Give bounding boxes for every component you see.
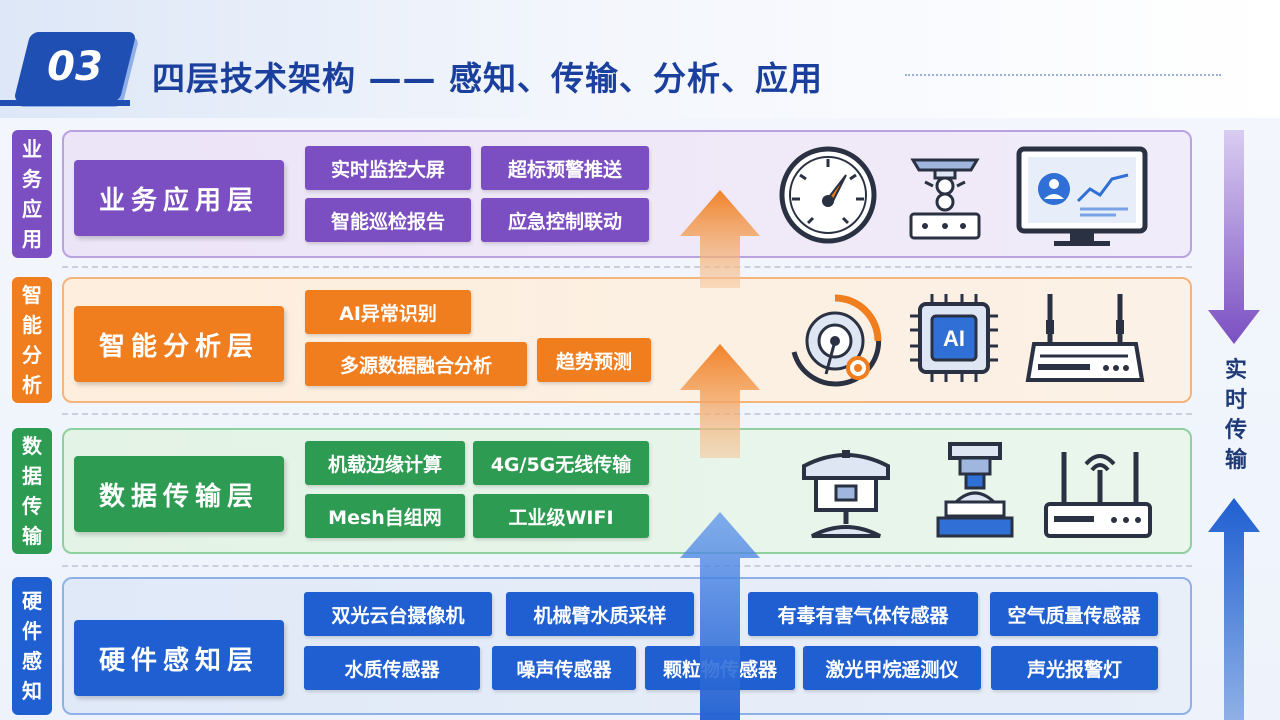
chip-air-quality-sensor: 空气质量传感器	[990, 592, 1158, 636]
title-divider	[905, 74, 1221, 76]
robot-station-icon	[909, 158, 981, 240]
tab-char: 业	[22, 137, 42, 161]
gauge-icon	[779, 146, 877, 244]
label-char: 传	[1224, 418, 1247, 443]
side-tab-analysis: 智 能 分 析	[12, 277, 52, 403]
chip-alert-push: 超标预警推送	[481, 146, 649, 190]
tab-char: 数	[22, 434, 42, 458]
upflow-arrow-icon	[680, 190, 760, 720]
layer-separator	[62, 565, 1192, 567]
header-underline	[0, 100, 130, 106]
tab-char: 务	[22, 167, 42, 191]
chip-dual-camera: 双光云台摄像机	[304, 592, 492, 636]
monitor-dashboard-icon	[1016, 146, 1148, 246]
chip-data-fusion: 多源数据融合分析	[305, 342, 527, 386]
chip-wireless-4g5g: 4G/5G无线传输	[473, 441, 649, 485]
chip-ai-anomaly: AI异常识别	[305, 290, 471, 334]
layer-label-transmission: 数据传输层	[74, 456, 284, 532]
layer-label-analysis: 智能分析层	[74, 306, 284, 382]
chip-arm-sampling: 机械臂水质采样	[506, 592, 694, 636]
chip-inspection-report: 智能巡检报告	[305, 198, 471, 242]
page-title: 四层技术架构 —— 感知、传输、分析、应用	[152, 59, 823, 98]
side-tab-transmission: 数 据 传 输	[12, 428, 52, 554]
tab-char: 知	[22, 679, 42, 703]
label-char: 时	[1224, 388, 1247, 413]
chip-emergency-control: 应急控制联动	[481, 198, 649, 242]
tab-char: 输	[22, 524, 42, 548]
tab-char: 用	[22, 227, 42, 251]
chip-water-quality-sensor: 水质传感器	[304, 646, 480, 690]
ai-chip-icon: AI	[910, 294, 998, 382]
tab-char: 能	[22, 313, 42, 337]
label-char: 实	[1224, 358, 1247, 383]
header-band	[0, 0, 1280, 118]
layer-separator	[62, 413, 1192, 415]
tab-char: 智	[22, 283, 42, 307]
chip-noise-sensor: 噪声传感器	[492, 646, 636, 690]
layer-separator	[62, 266, 1192, 268]
layer-label-application: 业务应用层	[74, 160, 284, 236]
tab-char: 硬	[22, 589, 42, 613]
chip-alarm-light: 声光报警灯	[991, 646, 1158, 690]
layer-label-hardware: 硬件感知层	[74, 620, 284, 696]
ai-chip-label: AI	[943, 326, 965, 351]
upward-blue-arrow-icon	[1208, 498, 1260, 720]
tab-char: 分	[22, 343, 42, 367]
tab-char: 件	[22, 619, 42, 643]
realtime-transmission-label: 实 时 传 输	[1218, 356, 1254, 476]
label-char: 输	[1224, 448, 1247, 473]
tab-char: 析	[22, 373, 42, 397]
downward-purple-arrow-icon	[1208, 130, 1260, 344]
chip-trend-forecast: 趋势预测	[537, 338, 651, 382]
chip-realtime-monitor: 实时监控大屏	[305, 146, 471, 190]
chip-mesh-network: Mesh自组网	[305, 494, 465, 538]
side-tab-hardware: 硬 件 感 知	[12, 577, 52, 715]
edge-module-icon	[936, 442, 1014, 538]
wifi-router-icon	[1044, 452, 1152, 538]
tab-char: 传	[22, 494, 42, 518]
router-icon	[1025, 294, 1145, 382]
side-tab-application: 业 务 应 用	[12, 130, 52, 258]
tab-char: 据	[22, 464, 42, 488]
chip-industrial-wifi: 工业级WIFI	[473, 494, 649, 538]
chip-edge-computing: 机载边缘计算	[305, 441, 465, 485]
tab-char: 感	[22, 649, 42, 673]
section-number: 03	[47, 44, 103, 90]
chip-laser-methane: 激光甲烷遥测仪	[803, 646, 981, 690]
camera-device-icon	[802, 450, 890, 538]
tab-char: 应	[22, 197, 42, 221]
chip-toxic-gas-sensor: 有毒有害气体传感器	[748, 592, 978, 636]
radar-analysis-icon	[791, 294, 882, 387]
